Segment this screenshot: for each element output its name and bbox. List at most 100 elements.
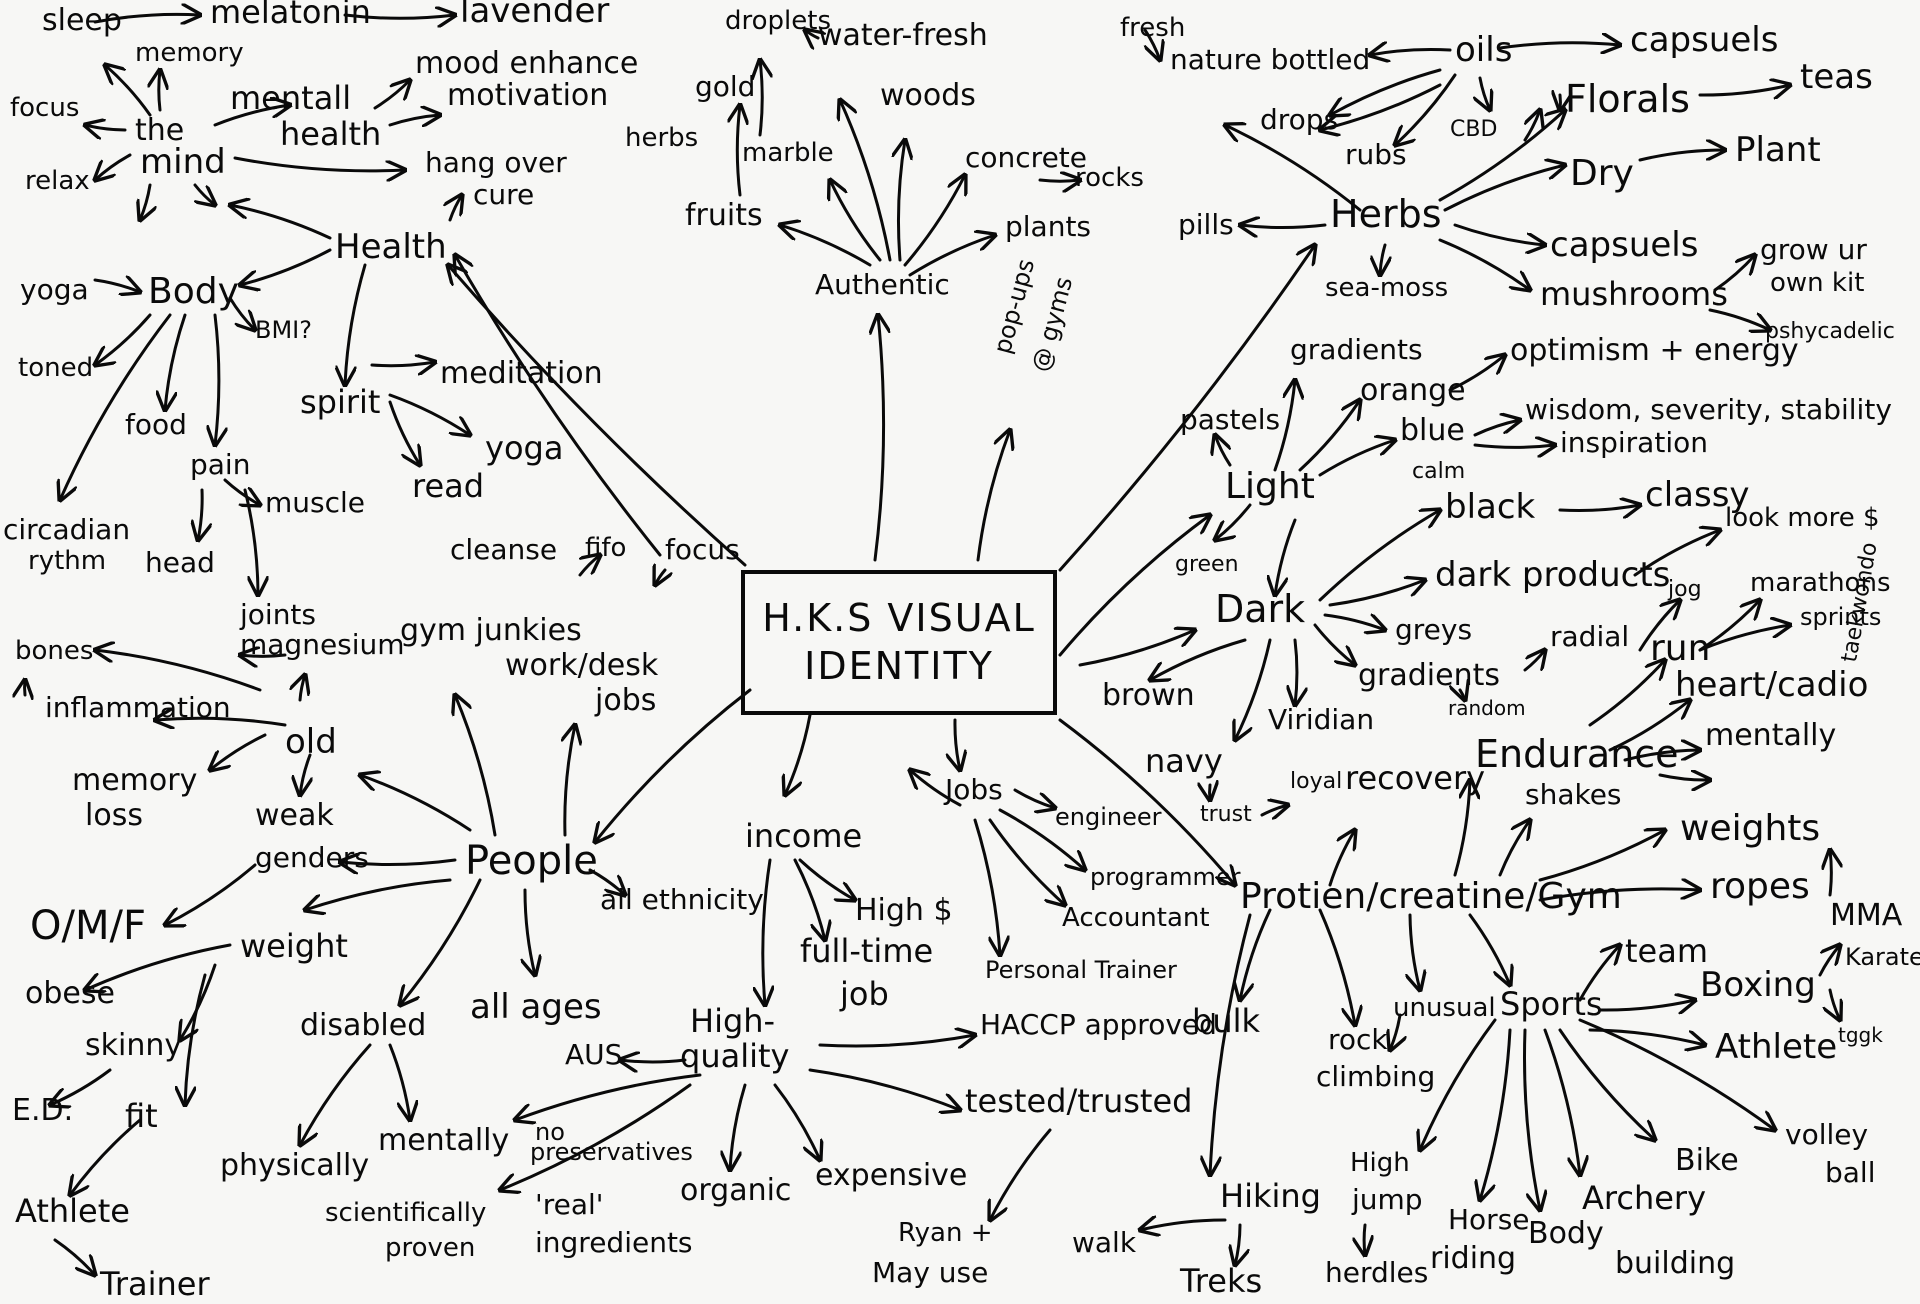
connector-arrow (228, 296, 255, 330)
node-weak: weak (255, 798, 334, 833)
node-meditation: meditation (440, 356, 603, 391)
node-circadian: circadian (3, 513, 131, 546)
node-memory-loss-2: loss (85, 798, 143, 833)
node-read: read (412, 467, 485, 505)
connector-arrow (1273, 380, 1295, 472)
connector-arrow (300, 675, 305, 702)
connector-arrow (215, 313, 219, 445)
node-pills: pills (1178, 208, 1234, 241)
connector-arrow (450, 195, 462, 222)
node-cleanse: cleanse (450, 533, 558, 566)
connector-arrow (140, 183, 150, 220)
node-rock-2: climbing (1316, 1060, 1436, 1093)
connector-arrow (620, 1060, 687, 1062)
connector-arrow (300, 1043, 372, 1145)
connector-arrow (565, 725, 575, 837)
connector-arrow (60, 313, 172, 500)
connector-arrow (93, 14, 200, 22)
node-capsuels-herbs: capsuels (1550, 225, 1699, 265)
connector-arrow (818, 1035, 975, 1046)
connector-arrow (1395, 73, 1457, 145)
connector-arrow (1380, 243, 1385, 275)
node-dark: Dark (1215, 587, 1306, 631)
node-muscle: muscle (265, 486, 366, 519)
connector-arrow (388, 115, 440, 125)
node-high-quality-1: High- (690, 1002, 776, 1040)
connector-arrow (1538, 889, 1700, 902)
node-protien: Protien/creatine/Gym (1240, 876, 1622, 917)
connector-arrow (233, 156, 405, 171)
node-weight: weight (240, 927, 348, 965)
connector-arrow (159, 70, 160, 112)
connector-arrow (1215, 435, 1232, 467)
connector-arrow (976, 430, 1010, 562)
node-mentally-right: mentally (1705, 718, 1837, 753)
node-memory: memory (135, 38, 244, 68)
connector-arrow (588, 868, 625, 895)
connector-arrow (1638, 600, 1680, 652)
node-mentally-left: mentally (378, 1123, 510, 1158)
connector-arrow (1328, 830, 1355, 887)
node-blue: blue (1400, 413, 1465, 448)
connector-arrow (155, 718, 287, 725)
node-jobs-desk: jobs (595, 683, 657, 718)
node-bike: Bike (1675, 1143, 1739, 1178)
node-horse-2: riding (1430, 1241, 1517, 1276)
connector-arrow (1298, 400, 1360, 472)
node-sea-moss: sea-moss (1325, 273, 1449, 303)
node-oils: oils (1455, 30, 1513, 70)
node-sprints: sprints (1800, 603, 1882, 631)
node-water-fresh: water-fresh (818, 18, 988, 53)
connector-arrow (1453, 223, 1545, 245)
node-athlete-right: Athlete (1715, 1027, 1838, 1067)
connector-arrow (1240, 225, 1327, 228)
connector-arrow (910, 770, 962, 807)
node-herbs-auth: herbs (625, 123, 699, 153)
connector-arrow (875, 315, 884, 562)
node-ed: E.D. (12, 1093, 74, 1128)
node-capsuels-oils: capsuels (1630, 20, 1779, 60)
node-organic: organic (680, 1173, 792, 1208)
connector-arrow (1498, 820, 1530, 877)
node-marble: marble (742, 138, 834, 168)
node-walk: walk (1072, 1226, 1137, 1259)
node-haccp: HACCP approved (980, 1008, 1217, 1041)
node-lavender: lavender (460, 0, 610, 31)
node-trust: trust (1200, 802, 1252, 827)
central-topic-line-1: H.K.S VISUAL (762, 596, 1036, 640)
node-athlete-left: Athlete (15, 1192, 130, 1230)
node-inflammation: inflammation (45, 691, 231, 724)
connector-arrow (1443, 165, 1565, 212)
connector-arrow (785, 713, 812, 795)
node-black: black (1445, 487, 1536, 527)
node-rubs: rubs (1345, 138, 1407, 171)
node-archery: Archery (1582, 1179, 1706, 1217)
connector-arrow (1078, 630, 1195, 667)
connector-arrow (400, 878, 482, 1005)
node-work-desk: work/desk (505, 648, 659, 683)
node-team: team (1625, 932, 1709, 970)
connector-arrow (1473, 420, 1520, 437)
node-tggk: tggk (1838, 1023, 1883, 1047)
connector-arrow (1313, 623, 1355, 665)
node-gold: gold (695, 70, 756, 103)
node-nature-bottled: nature bottled (1170, 43, 1371, 76)
node-concrete: concrete (965, 141, 1087, 174)
connector-arrow (165, 863, 257, 925)
node-hang-over: hang over (425, 146, 567, 179)
connector-arrow (1323, 615, 1385, 630)
connector-arrow (1623, 750, 1700, 762)
connector-arrow (1260, 805, 1288, 815)
connector-arrow (840, 100, 892, 262)
node-people: People (465, 838, 598, 884)
connector-arrow (93, 280, 140, 292)
node-sci-2: proven (385, 1233, 476, 1263)
connector-arrow (1480, 1028, 1512, 1200)
node-random: random (1448, 696, 1526, 720)
node-skinny: skinny (85, 1028, 183, 1063)
connector-arrow (1523, 110, 1540, 142)
connector-arrow (737, 105, 740, 197)
connector-arrow (1058, 515, 1210, 657)
connector-arrow (1522, 1028, 1540, 1210)
